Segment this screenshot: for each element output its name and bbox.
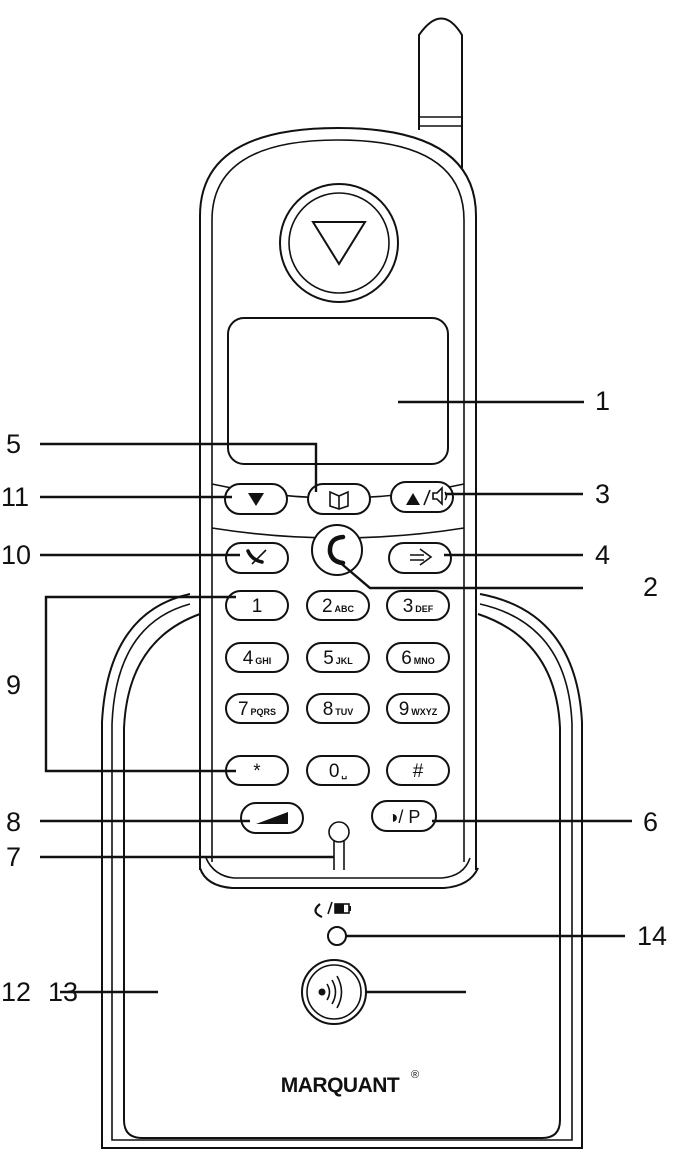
key-label: 0␣ [329, 761, 348, 782]
key-1[interactable]: 1 [225, 590, 289, 621]
antenna-icon [418, 17, 463, 168]
charge-led [327, 926, 347, 946]
page-button[interactable] [301, 959, 367, 1025]
mute-icon [246, 549, 267, 565]
p-key-label: ◑/ P [388, 807, 421, 827]
callout-4: 4 [595, 540, 610, 570]
talk-button[interactable] [311, 524, 363, 576]
key-hash[interactable]: # [386, 755, 450, 786]
microphone-icon [328, 821, 350, 870]
volume-icon [432, 486, 448, 506]
menu-down-icon [248, 493, 264, 506]
callout-6: 6 [643, 807, 658, 837]
callout-8: 8 [6, 807, 21, 837]
key-label: 1 [252, 596, 263, 617]
key-label: * [253, 761, 261, 782]
display-screen [227, 317, 449, 465]
earpiece-icon [279, 183, 399, 303]
mute-button[interactable] [225, 542, 289, 574]
callouts: 1 2 3 4 5 6 7 8 9 10 11 12 13 14 [1, 386, 667, 1007]
callout-9: 9 [6, 670, 21, 700]
callout-10: 10 [1, 540, 31, 570]
base-station [101, 593, 583, 1149]
menu-up-icon [406, 493, 420, 505]
key-star[interactable]: * [225, 755, 289, 786]
key-0[interactable]: 0␣ [306, 755, 370, 786]
brand-name: MARQUANT [281, 1074, 400, 1097]
callout-13: 13 [48, 977, 78, 1007]
callout-2: 2 [643, 572, 658, 602]
enter-icon [410, 548, 433, 566]
volume-button[interactable] [390, 481, 454, 513]
p-button[interactable]: ◑/ P [371, 800, 437, 832]
callout-12: 12 [1, 977, 31, 1007]
callout-3: 3 [595, 479, 610, 509]
callout-1: 1 [595, 386, 610, 416]
brand-registered-mark: ® [411, 1069, 419, 1081]
page-button-icon [318, 975, 343, 1009]
callout-7: 7 [6, 842, 21, 872]
charge-led-icon [314, 901, 351, 919]
menu-down-button[interactable] [224, 483, 288, 515]
redial-icon [256, 812, 288, 824]
leader-lines [40, 400, 632, 994]
callout-14: 14 [637, 921, 667, 951]
callout-11: 11 [1, 482, 29, 512]
enter-button[interactable] [388, 542, 452, 574]
brand-logo: MARQUANT [281, 1074, 400, 1097]
key-label: # [413, 761, 424, 782]
callout-5: 5 [6, 429, 21, 459]
phonebook-button[interactable] [307, 483, 371, 515]
phonebook-icon [329, 490, 349, 510]
redial-button[interactable] [240, 802, 304, 834]
